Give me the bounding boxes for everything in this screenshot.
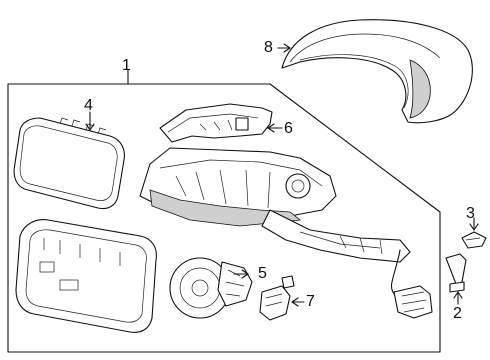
assembly-boundary (7, 69, 441, 353)
part-5-actuator-motor (169, 257, 253, 319)
part-3-clip (461, 217, 487, 249)
part-7-connector (259, 275, 305, 321)
part-8-mirror-cap (277, 19, 473, 124)
callout-7: 7 (306, 293, 315, 310)
part-4-mirror-glass (13, 111, 125, 210)
callout-8: 8 (264, 39, 273, 56)
part-6-upper-bracket (159, 103, 283, 143)
callout-2: 2 (453, 305, 462, 322)
callout-1: 1 (122, 57, 131, 74)
mirror-backing-frame (15, 219, 157, 333)
callout-6: 6 (284, 120, 293, 137)
callout-5: 5 (258, 265, 267, 282)
callout-4: 4 (84, 97, 93, 114)
wire-harness-connector (390, 249, 433, 319)
part-2-bolt (445, 253, 467, 305)
mirror-body-frame (139, 147, 411, 263)
callout-3: 3 (466, 205, 475, 222)
